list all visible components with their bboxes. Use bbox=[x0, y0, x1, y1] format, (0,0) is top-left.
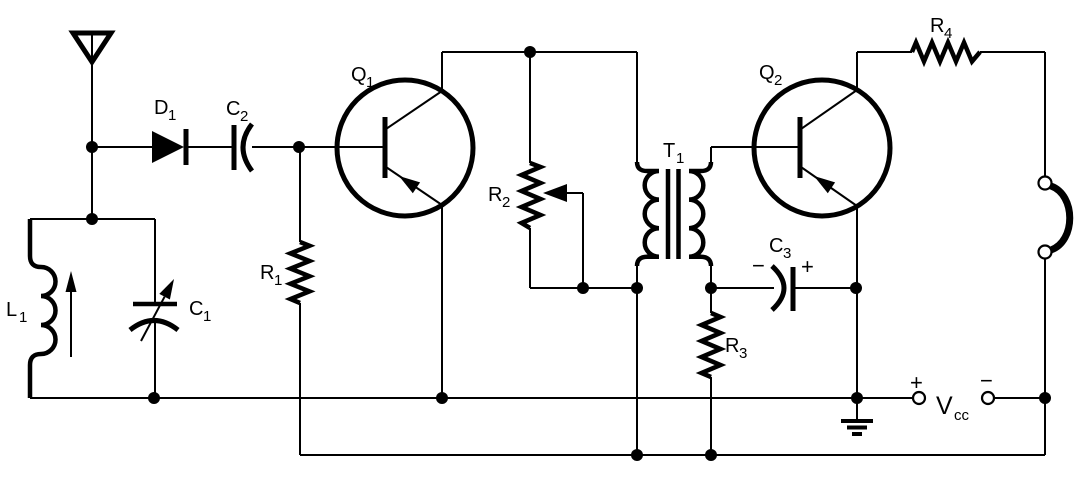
label-r1-sub: 1 bbox=[274, 272, 282, 289]
transformer-t1 bbox=[634, 161, 714, 267]
label-c1: C bbox=[189, 298, 203, 320]
label-c3-sub: 3 bbox=[783, 245, 791, 262]
label-d1-sub: 1 bbox=[168, 107, 176, 124]
earphone-terminal-top bbox=[1037, 175, 1053, 191]
junction-dot bbox=[851, 392, 863, 404]
r2-wiper-arrow-icon bbox=[543, 184, 567, 202]
diode-d1 bbox=[152, 129, 189, 165]
c3-minus-sign: − bbox=[752, 253, 765, 278]
vcc-plus-terminal bbox=[911, 390, 927, 406]
junction-dot bbox=[577, 282, 589, 294]
ground-symbol bbox=[841, 419, 873, 436]
label-q1: Q bbox=[351, 64, 367, 86]
antenna bbox=[68, 30, 116, 67]
junction-dot bbox=[631, 449, 643, 461]
label-vcc: V bbox=[936, 392, 953, 420]
junction-dot bbox=[436, 392, 448, 404]
junction-dot bbox=[631, 282, 643, 294]
capacitor-c2 bbox=[231, 122, 255, 173]
l1-arrow-icon bbox=[65, 271, 77, 292]
junction-dot bbox=[850, 282, 862, 294]
label-r1: R bbox=[260, 262, 274, 284]
label-r3: R bbox=[725, 335, 739, 357]
junction-dot bbox=[524, 46, 536, 58]
polarized-capacitor-c3 bbox=[770, 264, 796, 312]
label-q1-sub: 1 bbox=[366, 74, 374, 91]
c1-arrow-icon bbox=[159, 279, 174, 300]
earphone-arc bbox=[1047, 182, 1074, 254]
earphone-terminal-bottom bbox=[1037, 244, 1053, 260]
vcc-minus-terminal bbox=[980, 390, 996, 406]
resistor-r4 bbox=[909, 36, 982, 68]
label-c2-sub: 2 bbox=[240, 108, 248, 125]
junction-dot bbox=[86, 141, 98, 153]
inductor-l1 bbox=[27, 219, 77, 398]
q1-emitter-arrow-icon bbox=[399, 176, 421, 194]
label-r4-sub: 4 bbox=[944, 25, 952, 42]
transistor-q2 bbox=[751, 77, 893, 219]
label-r2: R bbox=[488, 184, 502, 206]
junction-dots bbox=[86, 46, 1051, 461]
junction-dot bbox=[705, 282, 717, 294]
label-q2-sub: 2 bbox=[774, 72, 782, 89]
resistor-r3 bbox=[695, 310, 727, 380]
label-l1-sub: 1 bbox=[19, 309, 27, 326]
label-c1-sub: 1 bbox=[203, 308, 211, 325]
label-d1: D bbox=[154, 97, 168, 119]
label-t1-sub: 1 bbox=[676, 150, 684, 167]
resistor-r1 bbox=[284, 239, 316, 306]
label-l1: L bbox=[6, 299, 17, 321]
vcc-supply bbox=[911, 390, 996, 406]
q2-emitter-arrow-icon bbox=[814, 176, 836, 194]
junction-dot bbox=[86, 213, 98, 225]
vcc-minus-sign: − bbox=[980, 368, 993, 393]
label-r2-sub: 2 bbox=[502, 194, 510, 211]
variable-capacitor-c1 bbox=[128, 279, 180, 342]
label-c3: C bbox=[769, 235, 783, 257]
label-r4: R bbox=[930, 15, 944, 37]
potentiometer-r2 bbox=[515, 160, 567, 230]
transistor-q1 bbox=[334, 77, 476, 219]
vcc-plus-sign: + bbox=[910, 370, 923, 395]
junction-dot bbox=[293, 141, 305, 153]
label-t1: T bbox=[663, 140, 675, 162]
label-q2: Q bbox=[759, 62, 775, 84]
junction-dot bbox=[148, 392, 160, 404]
junction-dot bbox=[1039, 392, 1051, 404]
earphone bbox=[1037, 175, 1074, 260]
junction-dot bbox=[705, 449, 717, 461]
c3-plus-sign: + bbox=[801, 254, 814, 279]
label-r3-sub: 3 bbox=[739, 345, 747, 362]
wires bbox=[30, 33, 1046, 456]
label-vcc-sub: cc bbox=[954, 407, 970, 424]
label-c2: C bbox=[226, 98, 240, 120]
